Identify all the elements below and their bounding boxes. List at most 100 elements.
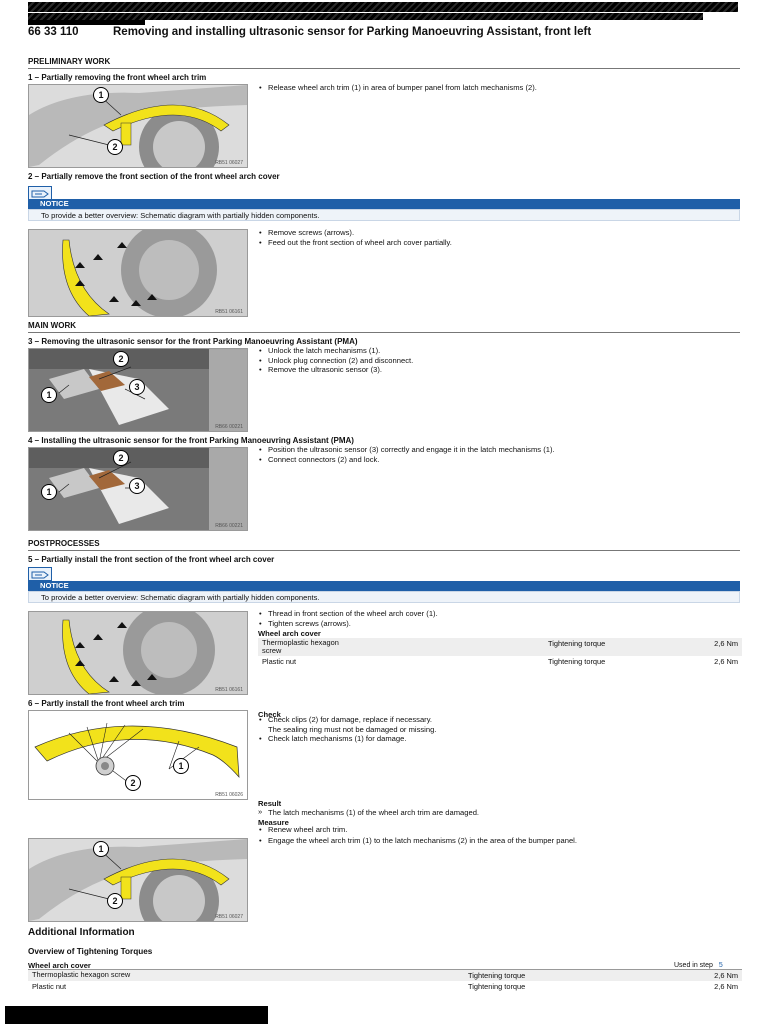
result-marker: » bbox=[258, 807, 263, 816]
callout-1: 1 bbox=[173, 758, 189, 774]
used-in-step-label: Used in step 5 bbox=[674, 962, 723, 969]
step-3-title: 3 – Removing the ultrasonic sensor for t… bbox=[28, 337, 358, 346]
table-cell-part: Thermoplastic hexagon screw bbox=[32, 970, 131, 979]
step-1-bullets: Release wheel arch trim (1) in area of b… bbox=[258, 83, 537, 93]
section-preliminary-work: PRELIMINARY WORK bbox=[28, 57, 740, 69]
step-5-table-title: Wheel arch cover bbox=[258, 629, 321, 638]
section-main-work: MAIN WORK bbox=[28, 321, 740, 333]
redacted-header-bar-2 bbox=[28, 13, 703, 20]
notice-header: NOTICE bbox=[28, 581, 740, 591]
callout-1: 1 bbox=[93, 87, 109, 103]
redacted-header-bar bbox=[28, 2, 738, 12]
table-cell-value: 2,6 Nm bbox=[714, 639, 738, 648]
table-cell-value: 2,6 Nm bbox=[714, 971, 738, 980]
wheel-arch-trim-illustration bbox=[29, 839, 247, 921]
used-in-step-text: Used in step bbox=[674, 962, 713, 969]
table-row: Thermoplastic hexagon screw Tightening t… bbox=[28, 969, 742, 982]
figure-code: RB51 06027 bbox=[215, 914, 243, 920]
redacted-footer-bar bbox=[5, 1006, 268, 1024]
callout-2: 2 bbox=[125, 775, 141, 791]
step-1-title: 1 – Partially removing the front wheel a… bbox=[28, 73, 207, 82]
used-in-step-link[interactable]: 5 bbox=[718, 962, 723, 969]
bullet: Renew wheel arch trim. bbox=[258, 824, 577, 835]
document-title: Removing and installing ultrasonic senso… bbox=[113, 26, 592, 38]
step-3-figure: 2 3 1 RB66 00221 bbox=[28, 348, 248, 432]
overview-torque-table: Thermoplastic hexagon screw Tightening t… bbox=[28, 969, 742, 992]
step-4-figure: 2 3 1 RB66 00221 bbox=[28, 447, 248, 531]
table-cell-part: Plastic nut bbox=[262, 657, 297, 666]
bullet: Unlock the latch mechanisms (1). bbox=[258, 346, 413, 356]
callout-1: 1 bbox=[41, 387, 57, 403]
bullet: Position the ultrasonic sensor (3) corre… bbox=[258, 445, 555, 455]
section-postprocesses: POSTPROCESSES bbox=[28, 539, 740, 551]
bullet: Connect connectors (2) and lock. bbox=[258, 455, 555, 465]
table-cell-type: Tightening torque bbox=[468, 982, 526, 991]
check-bullets-2: Check latch mechanisms (1) for damage. bbox=[258, 734, 406, 744]
callout-2: 2 bbox=[107, 139, 123, 155]
figure-code: RB51 06161 bbox=[215, 687, 243, 693]
step-2-title: 2 – Partially remove the front section o… bbox=[28, 172, 280, 181]
table-row: Plastic nut Tightening torque 2,6 Nm bbox=[28, 981, 742, 992]
step-5-torque-table: Thermoplastic hexagon screw Tightening t… bbox=[258, 638, 742, 667]
document-number: 66 33 110 bbox=[28, 26, 79, 38]
figure-code: RB66 00221 bbox=[215, 424, 243, 430]
figure-code: RB51 06027 bbox=[215, 160, 243, 166]
step-5-figure: RB51 06161 bbox=[28, 611, 248, 695]
bullet: Remove screws (arrows). bbox=[258, 228, 452, 238]
step-6-title: 6 – Partly install the front wheel arch … bbox=[28, 699, 185, 708]
step-5-bullets: Thread in front section of the wheel arc… bbox=[258, 609, 438, 628]
bullet: Feed out the front section of wheel arch… bbox=[258, 238, 452, 248]
step-5-title: 5 – Partially install the front section … bbox=[28, 555, 275, 564]
overview-table-title: Wheel arch cover bbox=[28, 961, 91, 970]
step-4-title: 4 – Installing the ultrasonic sensor for… bbox=[28, 436, 354, 445]
table-row: Thermoplastic hexagon screw Tightening t… bbox=[258, 638, 742, 656]
callout-1: 1 bbox=[41, 484, 57, 500]
table-cell-type: Tightening torque bbox=[468, 971, 526, 980]
table-cell-value: 2,6 Nm bbox=[714, 657, 738, 666]
result-label: Result bbox=[258, 799, 282, 808]
bullet: Unlock plug connection (2) and disconnec… bbox=[258, 356, 413, 366]
figure-code: RB51 06026 bbox=[215, 792, 243, 798]
check-bullets: Check clips (2) for damage, replace if n… bbox=[258, 715, 432, 725]
step-6-figure: 1 2 RB51 06026 bbox=[28, 710, 248, 800]
figure-code: RB66 00221 bbox=[215, 523, 243, 529]
bullet: Release wheel arch trim (1) in area of b… bbox=[258, 83, 537, 93]
callout-3: 3 bbox=[129, 379, 145, 395]
table-cell-spacer bbox=[156, 970, 464, 982]
callout-2: 2 bbox=[107, 893, 123, 909]
step-2-figure: RB51 06161 bbox=[28, 229, 248, 317]
callout-3: 3 bbox=[129, 478, 145, 494]
measure-label: Measure bbox=[258, 818, 289, 827]
wheel-arch-cover-illustration bbox=[29, 612, 247, 694]
redacted-header-bar-3 bbox=[28, 20, 145, 25]
step-6-figure-2: 1 2 RB51 06027 bbox=[28, 838, 248, 922]
table-cell-spacer bbox=[356, 638, 544, 656]
table-cell-value: 2,6 Nm bbox=[714, 982, 738, 991]
overview-tightening-torques-title: Overview of Tightening Torques bbox=[28, 947, 153, 956]
table-cell-spacer bbox=[356, 656, 544, 667]
notice-text: To provide a better overview: Schematic … bbox=[28, 591, 740, 603]
bullet: Engage the wheel arch trim (1) to the la… bbox=[258, 835, 577, 846]
wheel-arch-trim-illustration bbox=[29, 85, 247, 167]
wheel-arch-cover-illustration bbox=[29, 230, 247, 316]
table-cell-spacer bbox=[156, 981, 464, 992]
table-cell-part: Plastic nut bbox=[32, 982, 67, 991]
table-cell-type: Tightening torque bbox=[548, 639, 606, 648]
bullet: Check latch mechanisms (1) for damage. bbox=[258, 734, 406, 744]
notice-text: To provide a better overview: Schematic … bbox=[28, 209, 740, 221]
additional-information-title: Additional Information bbox=[28, 927, 135, 938]
table-cell-part: Thermoplastic hexagon screw bbox=[262, 638, 339, 655]
table-row: Plastic nut Tightening torque 2,6 Nm bbox=[258, 656, 742, 667]
bullet: Check clips (2) for damage, replace if n… bbox=[258, 715, 432, 725]
bullet: Thread in front section of the wheel arc… bbox=[258, 609, 438, 619]
check-note: The sealing ring must not be damaged or … bbox=[268, 725, 437, 734]
book-pointer-icon bbox=[28, 567, 52, 581]
book-pointer-icon bbox=[28, 186, 52, 200]
bullet: Remove the ultrasonic sensor (3). bbox=[258, 365, 413, 375]
step-2-bullets: Remove screws (arrows). Feed out the fro… bbox=[258, 228, 452, 247]
notice-header: NOTICE bbox=[28, 199, 740, 209]
callout-2: 2 bbox=[113, 450, 129, 466]
figure-code: RB51 06161 bbox=[215, 309, 243, 315]
measure-bullets: Renew wheel arch trim. Engage the wheel … bbox=[258, 824, 577, 846]
callout-2: 2 bbox=[113, 351, 129, 367]
